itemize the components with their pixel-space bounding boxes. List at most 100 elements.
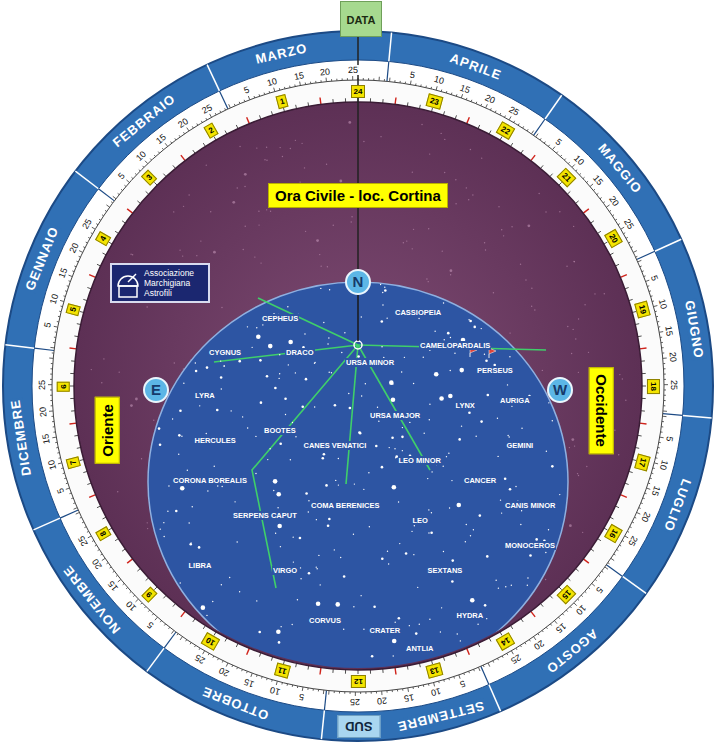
day-tick [49, 410, 53, 411]
star [375, 445, 378, 448]
star [546, 451, 547, 452]
star [183, 383, 184, 384]
star [413, 554, 414, 555]
star [363, 629, 364, 630]
star [335, 602, 340, 607]
faint-star [290, 148, 291, 149]
star [160, 528, 161, 529]
star [358, 431, 361, 434]
day-tick [436, 86, 437, 90]
day-tick [459, 675, 460, 679]
hour-marker: 2 [203, 122, 219, 138]
faint-star [239, 146, 240, 147]
star [304, 333, 305, 334]
day-tick [52, 437, 56, 439]
node-text: W [553, 381, 567, 398]
faint-star [520, 264, 521, 265]
star [279, 442, 282, 445]
faint-star [244, 186, 245, 187]
star [417, 587, 418, 588]
day-tick [654, 463, 658, 464]
month-name: GENNAIO [22, 223, 62, 293]
faint-star [578, 475, 579, 476]
time-tick [620, 275, 626, 278]
faint-star [270, 211, 271, 212]
star [414, 525, 415, 526]
constellation-name: CASSIOPEIA [394, 308, 442, 317]
faint-star [542, 370, 543, 371]
star [278, 378, 279, 379]
faint-star [348, 121, 351, 124]
star [521, 510, 522, 511]
node-text: Ora Civile - loc. Cortina [275, 187, 441, 204]
day-tick [165, 143, 167, 146]
faint-star [468, 199, 469, 200]
star [423, 433, 424, 434]
star [551, 465, 554, 468]
star [338, 484, 339, 485]
node-text: 4 [98, 234, 108, 242]
star [220, 376, 223, 379]
day-number: 20 [376, 696, 389, 707]
faint-star [301, 143, 302, 144]
constellation-name: BOOTES [263, 426, 297, 435]
day-tick [534, 637, 536, 640]
star [256, 600, 257, 601]
star [308, 511, 309, 512]
day-tick [145, 161, 148, 164]
day-tick [389, 78, 390, 82]
day-tick [646, 488, 650, 489]
day-tick [326, 78, 327, 82]
time-tick [531, 155, 535, 161]
constellation-name: COMA BERENICES [310, 501, 380, 510]
month-separator [663, 414, 683, 416]
star [527, 585, 528, 586]
star [199, 405, 200, 406]
faint-star [221, 307, 222, 308]
node-text: 13 [429, 665, 440, 676]
day-number: 10 [48, 292, 61, 306]
faint-star [403, 242, 404, 243]
star [353, 606, 354, 607]
time-tick [319, 97, 321, 104]
star [295, 372, 296, 373]
time-tick [394, 668, 396, 675]
faint-star [380, 136, 381, 137]
star [373, 606, 376, 609]
month-name: OTTOBRE [198, 684, 271, 724]
faint-star [501, 229, 502, 230]
star [348, 393, 349, 394]
day-number: 20 [532, 637, 548, 652]
star [206, 433, 207, 434]
faint-star [327, 266, 328, 267]
day-number: 5 [553, 136, 565, 148]
star [287, 306, 288, 307]
day-number: 25 [626, 533, 641, 548]
node-text: 11 [277, 665, 288, 676]
star [515, 486, 516, 487]
star [239, 591, 240, 592]
time-tick [467, 648, 470, 654]
star [223, 365, 224, 366]
day-number: 20 [67, 240, 81, 255]
star [411, 531, 412, 532]
time-tick [181, 155, 185, 161]
day-tick [79, 251, 83, 253]
faint-star [444, 172, 445, 173]
constellation-name: VIRGO [272, 566, 298, 575]
star [500, 499, 501, 500]
faint-star [566, 266, 567, 267]
node-text: 19 [637, 304, 648, 315]
star [343, 629, 344, 630]
star [280, 546, 281, 547]
time-tick [89, 275, 95, 278]
day-number: 25 [37, 379, 47, 391]
star [377, 407, 378, 408]
faint-star [210, 211, 211, 212]
star [498, 587, 499, 588]
star [273, 490, 274, 491]
month-separator [324, 690, 326, 710]
faint-star [575, 338, 576, 339]
faint-star [266, 209, 267, 210]
star [405, 552, 408, 555]
